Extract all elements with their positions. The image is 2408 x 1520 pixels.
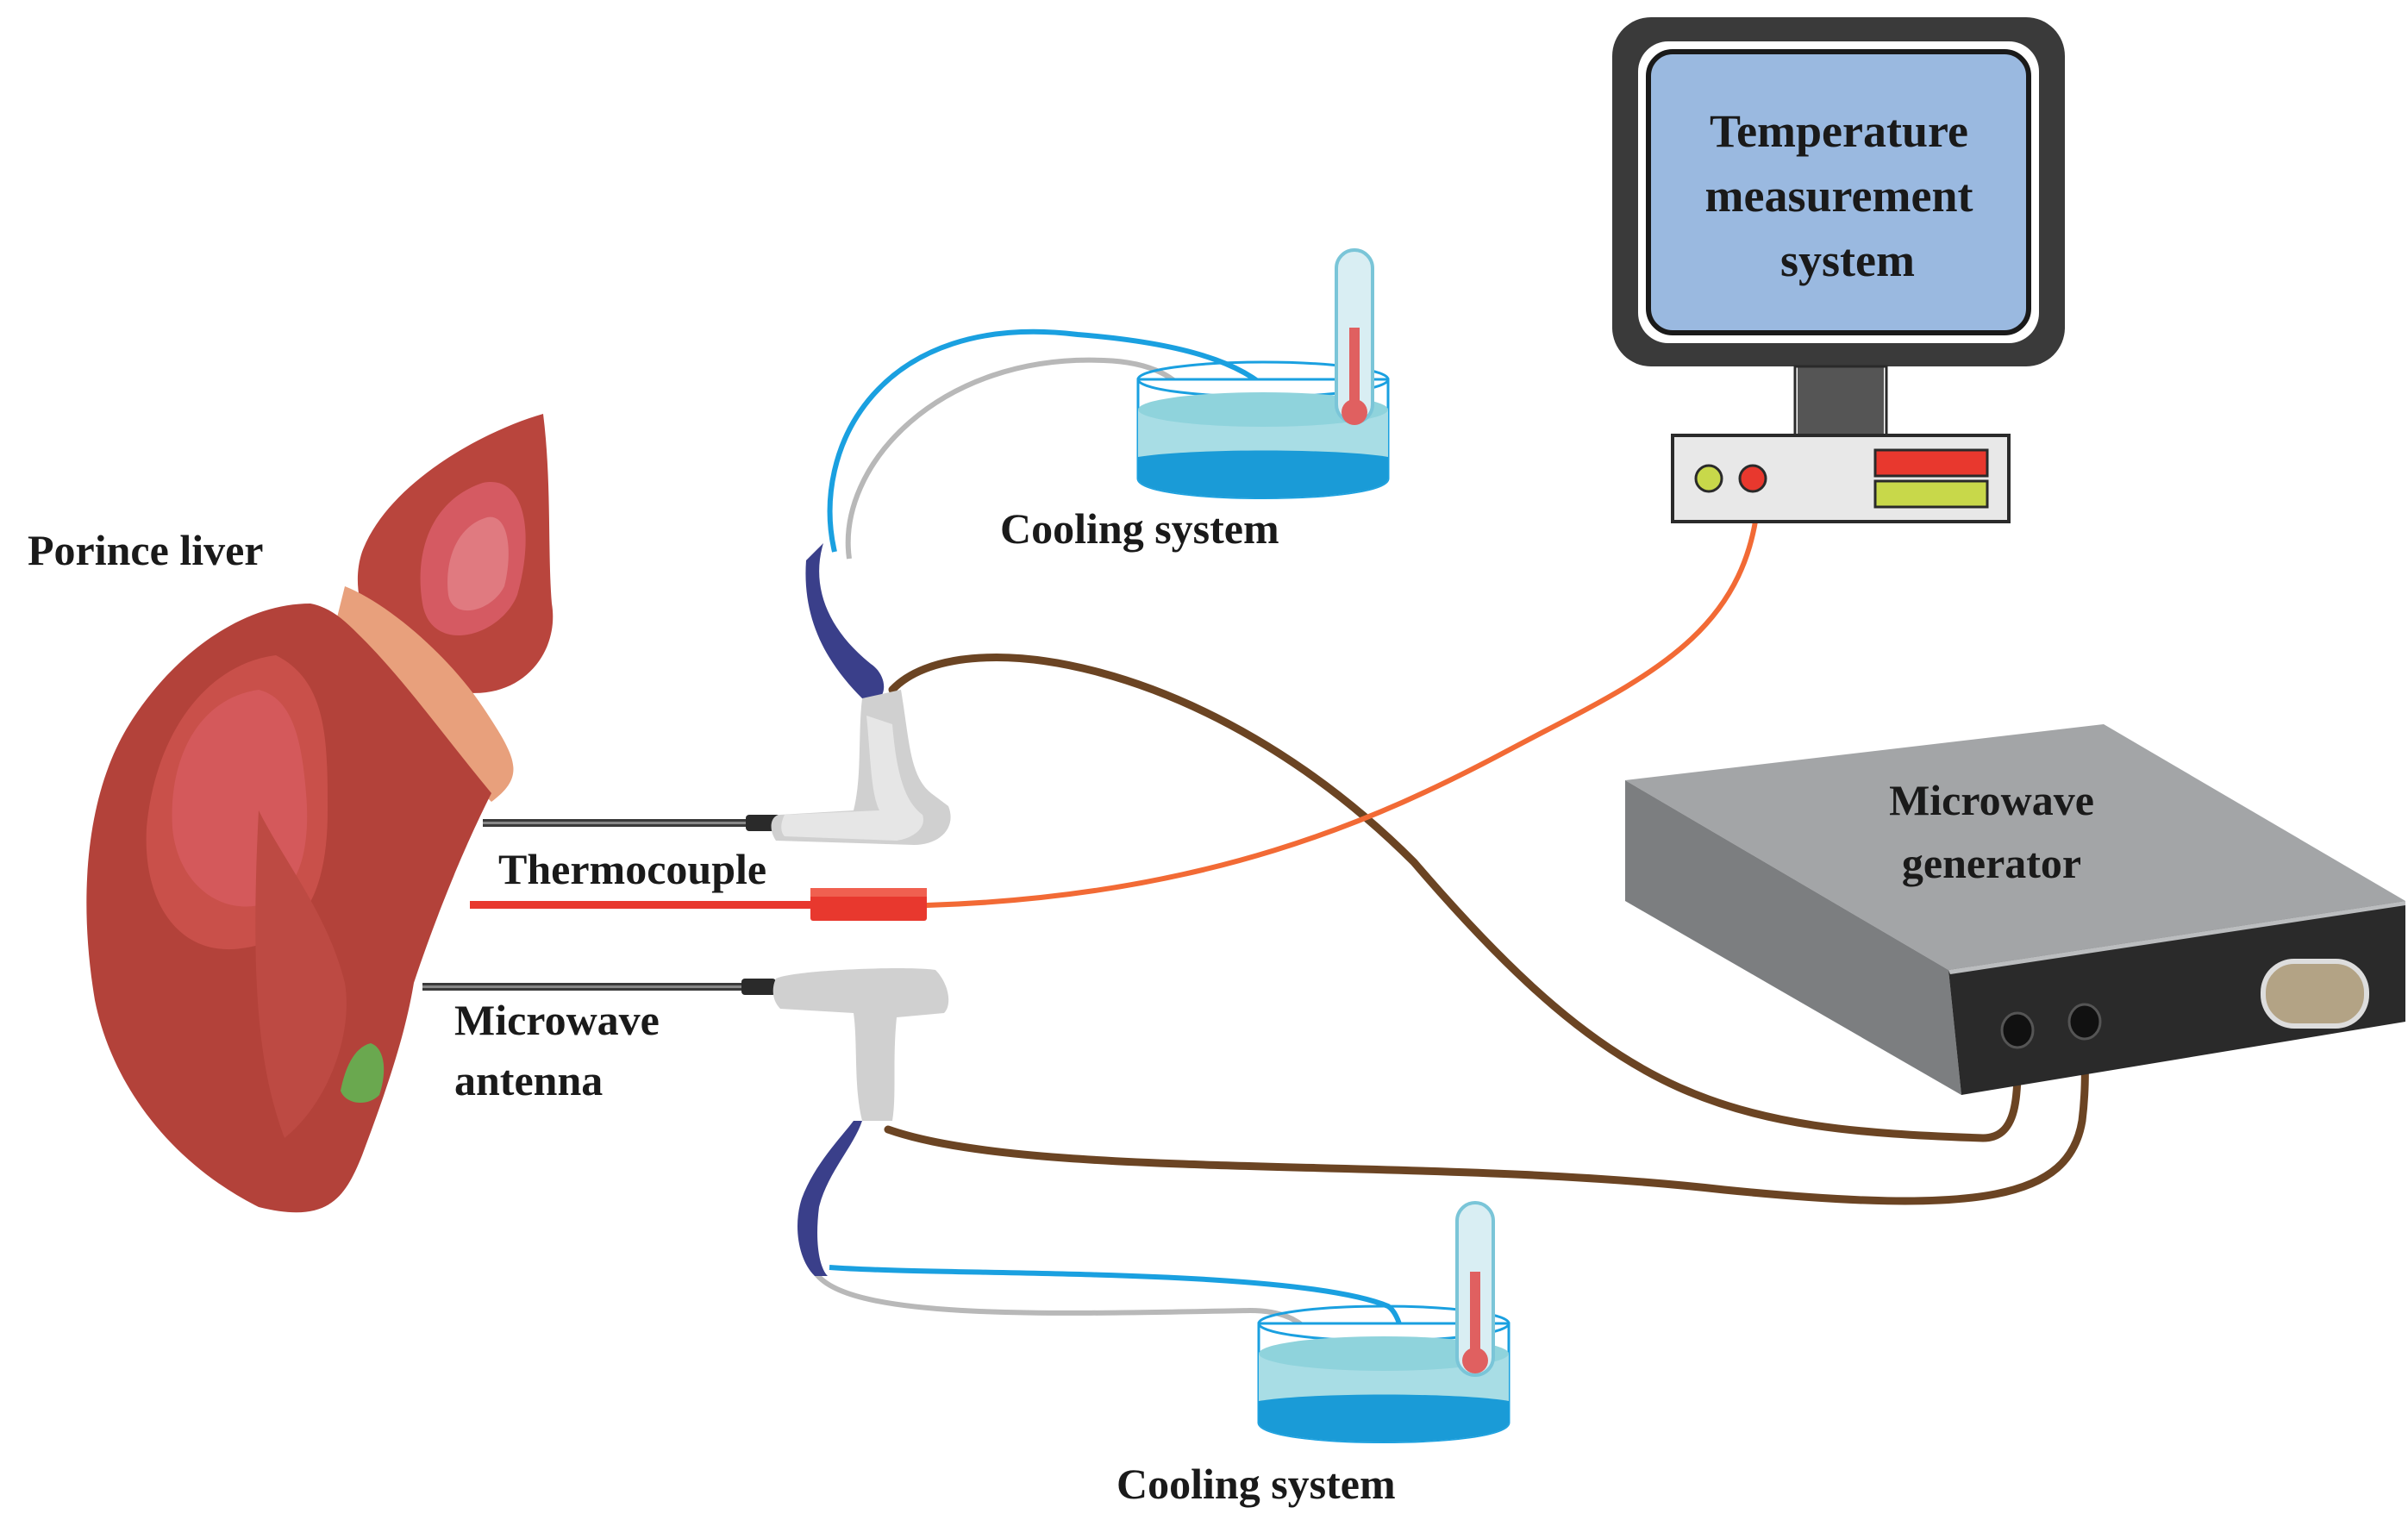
brown-cable-lower (884, 1026, 2089, 1205)
label-antenna-line2: antenna (454, 1056, 603, 1104)
brown-cable-upper (888, 654, 2022, 1142)
thermocouple-probe (470, 888, 927, 921)
label-generator-line2: generator (1902, 839, 2081, 887)
generator-port-right (2067, 1003, 2102, 1041)
label-monitor-line3: system (1780, 235, 1915, 286)
cooling-tube-top-blue (827, 328, 1279, 553)
cooling-beaker-top (1136, 360, 1390, 499)
porcine-liver (86, 414, 554, 1213)
label-monitor-line2: measurement (1705, 170, 1973, 222)
label-liver: Porince liver (28, 526, 264, 574)
monitor-led-green (1694, 464, 1723, 493)
label-cooling-top: Cooling system (1000, 504, 1279, 553)
label-cooling-bottom: Cooling system (1116, 1460, 1396, 1508)
thermometer-top-icon (1335, 248, 1374, 425)
upper-antenna-handle (771, 543, 951, 845)
cooling-beaker-bottom (1257, 1304, 1510, 1443)
cooling-tube-top-gray (845, 357, 1192, 560)
label-monitor-line1: Temperature (1710, 105, 1968, 157)
monitor-led-red (1738, 464, 1767, 493)
thermocouple-cable (924, 489, 1761, 908)
microwave-generator (1625, 724, 2405, 1095)
generator-port-left (2000, 1011, 2035, 1049)
thermometer-bottom-icon (1455, 1201, 1495, 1377)
temperature-monitor (1612, 17, 2065, 523)
label-antenna-line1: Microwave (454, 996, 660, 1044)
lower-antenna-shaft (422, 979, 776, 995)
label-generator-line1: Microwave (1889, 776, 2094, 824)
lower-antenna-handle (772, 968, 949, 1276)
cooling-tube-bottom-gray (812, 1270, 1330, 1372)
generator-dial (2261, 959, 2369, 1029)
upper-antenna-shaft (483, 815, 780, 831)
label-thermocouple: Thermocouple (498, 845, 766, 893)
